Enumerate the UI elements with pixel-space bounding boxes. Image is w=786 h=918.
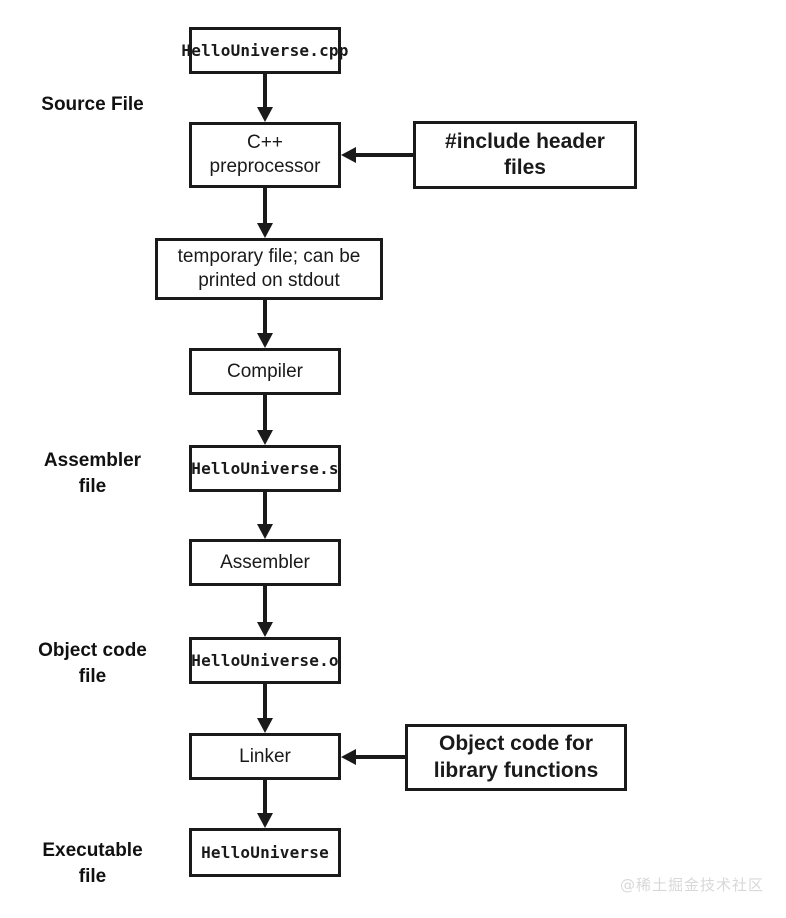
arrow-headers-to-preprocessor bbox=[341, 147, 413, 163]
node-hello-universe-executable[interactable]: HelloUniverse bbox=[189, 828, 341, 877]
arrow-library-to-linker bbox=[341, 749, 405, 765]
arrow-shaft bbox=[263, 395, 267, 430]
arrow-assembler-to-obj-file bbox=[257, 586, 273, 637]
arrow-shaft bbox=[355, 755, 405, 759]
arrow-shaft bbox=[263, 684, 267, 718]
arrow-head-left-icon bbox=[341, 749, 356, 765]
stage-label-object-code-file: Object code file bbox=[38, 640, 147, 687]
arrow-head-left-icon bbox=[341, 147, 356, 163]
node-include-header-files[interactable]: #include header files bbox=[413, 121, 637, 189]
node-cpp-preprocessor[interactable]: C++ preprocessor bbox=[189, 122, 341, 188]
arrow-cpp-to-preprocessor bbox=[257, 74, 273, 122]
arrow-compiler-to-asm-file bbox=[257, 395, 273, 445]
arrow-temp-to-compiler bbox=[257, 300, 273, 348]
arrow-shaft bbox=[263, 492, 267, 524]
arrow-asm-file-to-assembler bbox=[257, 492, 273, 539]
arrow-head-down-icon bbox=[257, 524, 273, 539]
arrow-shaft bbox=[355, 153, 413, 157]
node-assembler[interactable]: Assembler bbox=[189, 539, 341, 586]
arrow-head-down-icon bbox=[257, 718, 273, 733]
arrow-head-down-icon bbox=[257, 333, 273, 348]
arrow-linker-to-executable bbox=[257, 780, 273, 828]
stage-label-assembler-file: Assembler file bbox=[43, 450, 142, 497]
arrow-preprocessor-to-temp bbox=[257, 188, 273, 238]
arrow-shaft bbox=[263, 780, 267, 813]
arrow-shaft bbox=[263, 188, 267, 223]
arrow-head-down-icon bbox=[257, 430, 273, 445]
arrow-shaft bbox=[263, 586, 267, 622]
node-hello-universe-o[interactable]: HelloUniverse.o bbox=[189, 637, 341, 684]
node-compiler[interactable]: Compiler bbox=[189, 348, 341, 395]
arrow-shaft bbox=[263, 74, 267, 107]
node-hello-universe-cpp[interactable]: HelloUniverse.cpp bbox=[181, 27, 348, 74]
arrow-head-down-icon bbox=[257, 107, 273, 122]
arrow-shaft bbox=[263, 300, 267, 333]
arrow-obj-file-to-linker bbox=[257, 684, 273, 733]
arrow-head-down-icon bbox=[257, 223, 273, 238]
arrow-head-down-icon bbox=[257, 813, 273, 828]
node-temporary-file[interactable]: temporary file; can be printed on stdout bbox=[155, 238, 383, 300]
node-object-code-library[interactable]: Object code for library functions bbox=[405, 724, 627, 791]
arrow-head-down-icon bbox=[257, 622, 273, 637]
node-hello-universe-s[interactable]: HelloUniverse.s bbox=[189, 445, 341, 492]
watermark: @稀土掘金技术社区 bbox=[620, 876, 765, 894]
stage-label-executable-file: Executable file bbox=[42, 840, 143, 887]
node-linker[interactable]: Linker bbox=[189, 733, 341, 780]
stage-label-source-file: Source File bbox=[41, 94, 144, 115]
